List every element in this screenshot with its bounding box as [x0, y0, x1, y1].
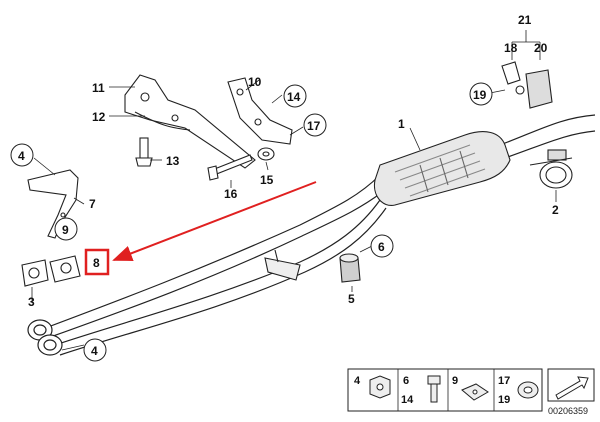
washer-15 — [257, 147, 275, 161]
exhaust-pipe — [27, 114, 596, 356]
nut-icon — [369, 375, 391, 399]
callout-17-circle — [303, 113, 327, 137]
callout-4a-circle — [10, 143, 34, 167]
callout-12: 12 — [92, 110, 106, 124]
callout-2: 2 — [552, 203, 559, 217]
callout-14: 14 — [287, 90, 301, 104]
callout-16: 16 — [224, 187, 238, 201]
part-number: 00206359 — [548, 406, 588, 416]
callout-1: 1 — [398, 117, 405, 131]
callout-6-circle — [370, 234, 394, 258]
callout-9: 9 — [62, 223, 69, 237]
orientation-arrow-icon — [547, 368, 595, 402]
flange-3 — [21, 255, 81, 287]
highlight-arrow — [112, 181, 317, 261]
callout-8-highlight-box — [84, 248, 110, 276]
legend-19: 19 — [498, 394, 510, 406]
callout-20: 20 — [534, 41, 548, 55]
callout-4b-circle — [83, 338, 107, 362]
callout-19: 19 — [473, 88, 487, 102]
legend-4: 4 — [354, 375, 361, 387]
rubber-mount — [339, 253, 361, 283]
legend-9: 9 — [452, 375, 458, 387]
clip-nut-icon — [461, 383, 489, 401]
pipe-hanger — [264, 249, 301, 281]
callout-19-circle — [469, 82, 493, 106]
callout-7: 7 — [89, 197, 96, 211]
callout-15: 15 — [260, 173, 274, 187]
bracket-7 — [27, 169, 79, 239]
callout-14-circle — [283, 84, 307, 108]
pipe-clamp — [529, 149, 573, 189]
callout-10: 10 — [248, 75, 262, 89]
callout-4a: 4 — [18, 149, 25, 163]
callout-9-circle — [54, 217, 78, 241]
callout-3: 3 — [28, 295, 35, 309]
legend-17: 17 — [498, 375, 510, 387]
catalytic-converter — [373, 131, 511, 206]
legend-14: 14 — [401, 394, 414, 406]
callout-18: 18 — [504, 41, 518, 55]
callout-8: 8 — [93, 256, 100, 270]
hardware-legend: 4 6 14 9 17 19 — [347, 368, 543, 412]
callout-17: 17 — [307, 119, 321, 133]
legend-6: 6 — [403, 375, 409, 387]
bolt-13 — [135, 137, 153, 167]
callout-21: 21 — [518, 13, 532, 27]
callout-11: 11 — [92, 81, 105, 95]
callout-5: 5 — [348, 292, 355, 306]
bolt-16 — [207, 154, 253, 181]
callout-13: 13 — [166, 154, 180, 168]
bolt-icon — [427, 375, 441, 403]
bracket-10 — [227, 77, 293, 145]
callout-4b: 4 — [91, 344, 98, 358]
hanger-18-20 — [501, 61, 553, 109]
callout-6: 6 — [378, 240, 385, 254]
bracket-assembly — [124, 74, 256, 169]
flange-nut-icon — [517, 381, 539, 399]
